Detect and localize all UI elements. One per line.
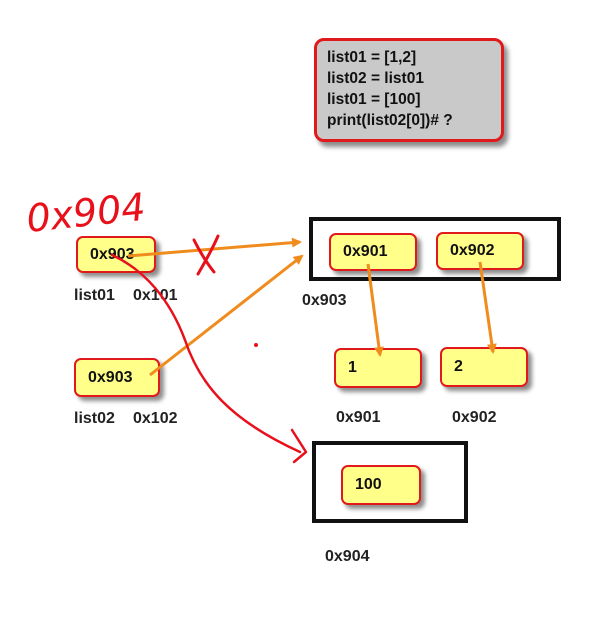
- new-list-object-frame: [312, 441, 468, 523]
- list02-value: 0x903: [88, 368, 133, 386]
- int-object-2-cell: 2: [440, 347, 528, 387]
- code-box: list01 = [1,2] list02 = list01 list01 = …: [314, 38, 504, 142]
- list01-address-label: 0x101: [133, 287, 178, 304]
- code-line-4: print(list02[0])# ?: [327, 112, 453, 129]
- list02-to-list-arrow: [149, 254, 304, 377]
- list-element-0-ref: 0x901: [343, 243, 388, 260]
- list-element-1-ref: 0x902: [450, 242, 495, 259]
- crossed-out-mark: [192, 234, 220, 276]
- list-element-0-cell: 0x901: [329, 233, 417, 271]
- list02-name-label: list02: [74, 410, 115, 427]
- int-object-2-address-label: 0x902: [452, 409, 497, 426]
- list-object-frame: [309, 217, 561, 281]
- new-list-object-address-label: 0x904: [325, 548, 370, 565]
- int-object-1-cell: 1: [334, 348, 422, 388]
- handwritten-annotation: 0x904: [24, 185, 147, 241]
- new-list-element-cell: 100: [341, 465, 421, 505]
- stray-dot: [254, 343, 258, 347]
- code-line-2: list02 = list01: [327, 70, 424, 87]
- int-object-1-value: 1: [348, 359, 357, 376]
- list01-cell: 0x903: [76, 236, 156, 273]
- list01-name-label: list01: [74, 287, 115, 304]
- new-list-element-value: 100: [355, 476, 382, 493]
- list01-value: 0x903: [90, 245, 135, 263]
- new-reference-arrowhead: [290, 428, 308, 464]
- list-element-1-cell: 0x902: [436, 232, 524, 270]
- code-line-1: list01 = [1,2]: [327, 49, 417, 66]
- list-object-address-label: 0x903: [302, 292, 347, 309]
- list02-cell: 0x903: [74, 358, 160, 397]
- code-line-3: list01 = [100]: [327, 91, 421, 108]
- int-object-1-address-label: 0x901: [336, 409, 381, 426]
- list02-address-label: 0x102: [133, 410, 178, 427]
- int-object-2-value: 2: [454, 358, 463, 375]
